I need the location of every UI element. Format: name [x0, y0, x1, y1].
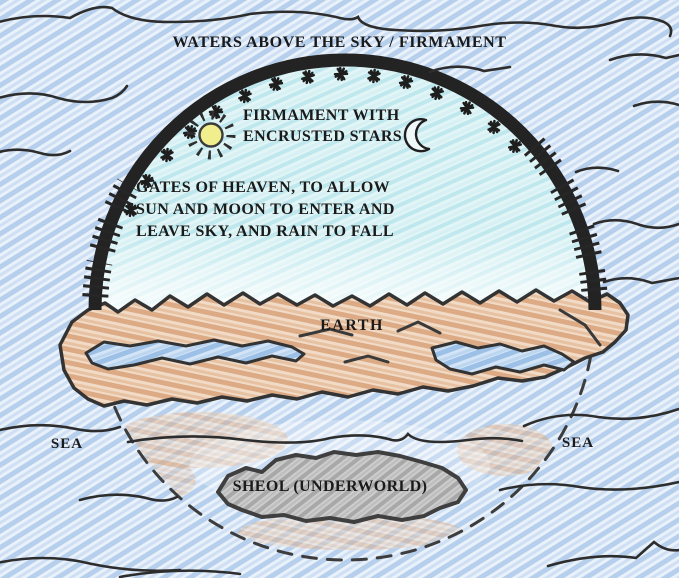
sheol-label: SHEOL (UNDERWORLD): [232, 478, 428, 495]
sea-label-left: SEA: [50, 436, 84, 452]
water-wave-lines: [0, 5, 679, 578]
waters-above-label: WATERS ABOVE THE SKY / FIRMAMENT: [172, 34, 507, 51]
firmament-label-line1: FIRMAMENT WITH: [243, 107, 400, 124]
firmament-label-line2: ENCRUSTED STARS: [243, 128, 403, 145]
gate-tick-marks: [82, 137, 608, 298]
cosmic-sphere-dashed-outline: [93, 308, 597, 562]
gates-label-line1: GATES OF HEAVEN, TO ALLOW: [136, 179, 391, 196]
gates-label-line2: SUN AND MOON TO ENTER AND: [136, 201, 395, 218]
gates-label-line3: LEAVE SKY, AND RAIN TO FALL: [136, 223, 394, 240]
crescent-moon-icon: [403, 118, 431, 153]
sun-icon: [186, 110, 236, 160]
gates-of-heaven-label: GATES OF HEAVEN, TO ALLOW SUN AND MOON T…: [136, 177, 395, 243]
sea-label-right: SEA: [561, 435, 595, 451]
earth-water-channels: [84, 338, 576, 376]
earth-label: EARTH: [320, 317, 384, 334]
firmament-label: FIRMAMENT WITH ENCRUSTED STARS: [243, 105, 402, 147]
earth-ridge-lines: [298, 308, 602, 364]
sheol-blob: [216, 450, 468, 524]
